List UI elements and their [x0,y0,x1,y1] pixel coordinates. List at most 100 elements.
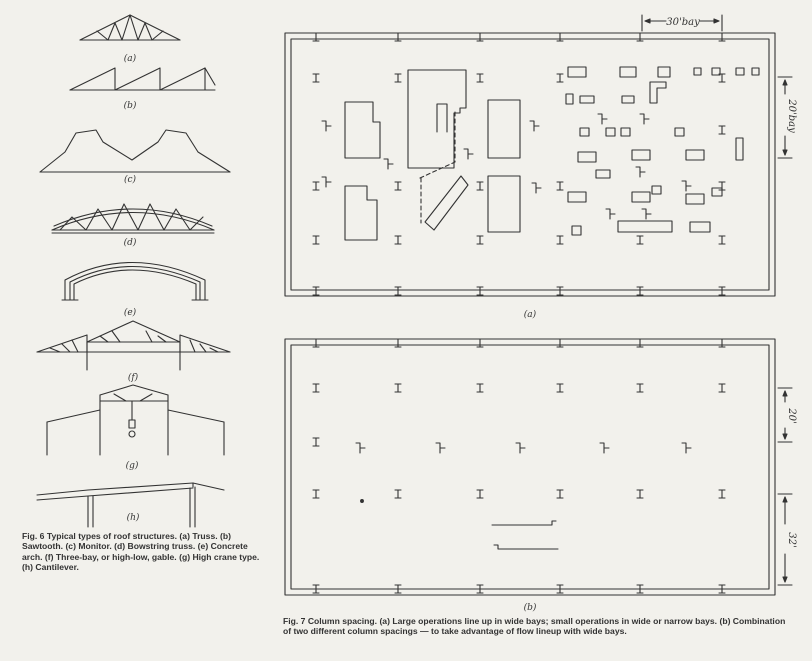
column-icon [636,489,644,499]
column-icon [476,235,484,245]
column-icon [556,235,564,245]
column-icon [636,32,644,42]
column-offset-icon [597,113,608,125]
roof-three-bay-gable [36,320,231,371]
column-icon [556,584,564,594]
dim-label-20-bay: 20'bay [786,98,797,133]
column-icon [718,489,726,499]
column-icon [476,584,484,594]
column-grid-a [312,32,726,296]
column-icon [718,383,726,393]
dim-30-bay [641,14,723,32]
column-offset-icon [605,208,616,220]
column-offset-icon [531,182,542,194]
column-offset-icon [463,148,474,160]
column-icon [636,338,644,348]
label-d: (d) [124,237,137,248]
dim-20 [777,387,793,443]
column-icon [312,181,320,191]
column-offset-icon [515,442,526,454]
column-icon [312,32,320,42]
column-offset-icon [599,442,610,454]
roof-cantilever [36,482,225,528]
column-icon [636,286,644,296]
column-offset-icon [383,158,394,170]
column-icon [636,235,644,245]
roof-monitor [39,129,231,173]
column-offset-icon [435,442,446,454]
column-icon [476,489,484,499]
column-icon [476,181,484,191]
column-icon [394,383,402,393]
roof-sawtooth [69,67,216,91]
roof-high-crane [46,384,225,456]
column-icon [636,383,644,393]
column-icon [556,286,564,296]
column-icon [312,338,320,348]
plan-b [284,338,776,596]
label-f: (f) [128,372,139,383]
column-icon [556,32,564,42]
column-icon [556,383,564,393]
label-c: (c) [124,174,137,185]
column-icon [718,584,726,594]
column-icon [394,584,402,594]
label-h: (h) [127,512,140,523]
column-icon [476,32,484,42]
dim-label-20: 20' [786,407,797,423]
machine-layout-b [360,499,559,550]
column-offset-icon [681,442,692,454]
label-e: (e) [124,307,137,318]
column-offset-icon [529,120,540,132]
column-offset-icon [321,176,332,188]
label-b: (b) [124,100,137,111]
column-icon [476,383,484,393]
dim-label-30-bay: 30'bay [666,17,700,28]
column-icon [718,235,726,245]
column-icon [718,286,726,296]
column-offset-icon [321,120,332,132]
column-icon [556,489,564,499]
column-icon [312,489,320,499]
column-icon [636,584,644,594]
column-icon [312,584,320,594]
dim-20-bay [777,76,793,159]
column-icon [556,73,564,83]
column-offset-icon [355,442,366,454]
label-g: (g) [126,460,139,471]
column-icon [556,338,564,348]
column-icon [312,286,320,296]
roof-bowstring-truss [51,203,215,234]
column-icon [476,73,484,83]
column-icon [394,181,402,191]
column-icon [394,489,402,499]
column-icon [394,73,402,83]
column-icon [476,338,484,348]
column-icon [394,286,402,296]
column-offset-icon [641,208,652,220]
column-icon [312,235,320,245]
roof-concrete-arch [61,262,209,301]
label-7b: (b) [524,602,537,613]
column-offset-icon [635,166,646,178]
column-icon [312,73,320,83]
caption-fig6: Fig. 6 Typical types of roof structures.… [22,531,260,573]
roof-truss [79,14,181,41]
column-icon [718,338,726,348]
column-icon [394,338,402,348]
plan-a [284,32,776,297]
dim-label-32: 32' [786,532,797,547]
column-icon [394,235,402,245]
column-icon [718,125,726,135]
column-icon [312,383,320,393]
label-7a: (a) [524,309,537,320]
column-offset-icon [639,113,650,125]
column-icon [718,32,726,42]
dim-32 [777,493,793,586]
column-offset-icon [681,180,692,192]
column-icon [394,32,402,42]
column-grid-b [312,338,726,594]
column-icon [476,286,484,296]
column-icon [556,181,564,191]
